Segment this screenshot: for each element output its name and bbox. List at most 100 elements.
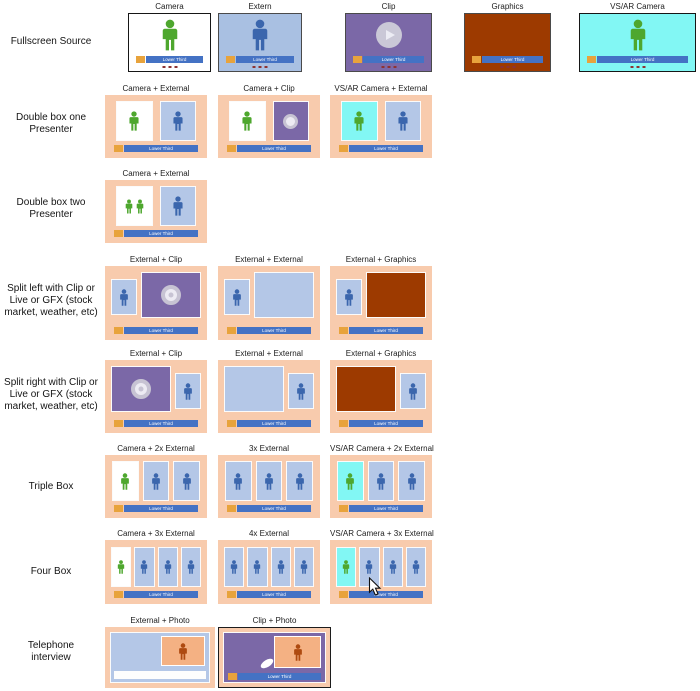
caption-bar <box>114 671 206 679</box>
lower-third-tag-icon <box>114 327 123 334</box>
camera-box <box>112 461 139 501</box>
lower-third: Lower Third <box>114 505 198 512</box>
lower-third: Lower Third <box>136 56 203 63</box>
lower-third: Lower Third <box>114 591 198 598</box>
clip-box <box>272 101 309 141</box>
external-person-icon <box>181 472 193 490</box>
row-label-fullscreen-source: Fullscreen Source <box>10 36 92 47</box>
thumb-triple-3x-external[interactable]: Lower Third <box>218 455 320 518</box>
external-person-icon <box>252 560 262 574</box>
phone-handset-icon <box>259 656 275 671</box>
thumb-split-right-external-graphics[interactable]: Lower Third <box>330 360 432 433</box>
lower-third-tag-icon <box>226 56 235 63</box>
thumb-title-clip: Clip <box>381 2 396 11</box>
external-person-icon <box>263 472 275 490</box>
thumb-four-camera-3x-external[interactable]: Lower Third <box>105 540 207 604</box>
lower-third-tag-icon <box>136 56 145 63</box>
lower-third-bar: Lower Third <box>238 673 321 680</box>
thumb-double-two-camera-external[interactable]: Lower Third <box>105 180 207 243</box>
external-person-icon <box>396 111 410 131</box>
thumb-title: Camera + 3x External <box>117 529 195 538</box>
ticker-dots-icon <box>258 66 262 68</box>
external-person-icon <box>294 472 306 490</box>
external-person-icon <box>231 288 243 306</box>
lower-third: Lower Third <box>114 327 198 334</box>
thumb-split-left-external-external[interactable]: Lower Third <box>218 266 320 340</box>
thumb-fullscreen-camera[interactable]: Lower Third <box>128 13 211 72</box>
lower-third-bar: Lower Third <box>237 505 311 512</box>
thumb-double-one-vsar-external[interactable]: Lower Third <box>330 95 432 158</box>
thumb-telephone-clip-photo[interactable]: Lower Third <box>218 627 331 688</box>
lower-third-tag-icon <box>114 145 123 152</box>
row-label-telephone-interview: Telephone interview <box>27 640 75 663</box>
lower-third-bar: Lower Third <box>363 56 424 63</box>
photo-person-icon <box>177 642 189 660</box>
external-person-icon <box>232 472 244 490</box>
thumb-fullscreen-graphics[interactable]: Lower Third <box>464 13 551 72</box>
lower-third-bar: Lower Third <box>237 591 311 598</box>
external-box <box>359 547 380 587</box>
ticker-dots-icon <box>387 66 390 68</box>
source-area <box>348 17 429 53</box>
ticker-dots-icon <box>506 66 509 68</box>
thumb-four-vsar-3x-external[interactable]: Lower Third <box>330 540 432 604</box>
lower-third-bar: Lower Third <box>237 327 311 334</box>
thumb-triple-camera-2x-external[interactable]: Lower Third <box>105 455 207 518</box>
external-box <box>367 461 395 501</box>
thumb-title-vsar-camera: VS/AR Camera <box>610 2 665 11</box>
photo-box <box>161 636 205 666</box>
thumb-double-one-camera-clip[interactable]: Lower Third <box>218 95 320 158</box>
lower-third: Lower Third <box>227 591 311 598</box>
external-person-icon <box>171 196 185 216</box>
camera-person-icon <box>127 111 141 131</box>
external-box <box>173 461 201 501</box>
external-person-icon <box>139 560 149 574</box>
thumb-double-one-camera-external[interactable]: Lower Third <box>105 95 207 158</box>
thumb-fullscreen-clip[interactable]: Lower Third <box>345 13 432 72</box>
thumb-split-left-external-graphics[interactable]: Lower Third <box>330 266 432 340</box>
box-row <box>229 101 309 141</box>
thumb-four-4x-external[interactable]: Lower Third <box>218 540 320 604</box>
external-box <box>180 547 201 587</box>
lower-third: Lower Third <box>226 56 294 63</box>
thumb-title: Camera + 2x External <box>117 444 195 453</box>
lower-third-bar: Lower Third <box>597 56 688 63</box>
external-box <box>159 101 196 141</box>
row-label-four-box: Four Box <box>30 566 72 577</box>
thumb-title: Camera + External <box>122 84 190 93</box>
lower-third: Lower Third <box>227 505 311 512</box>
thumb-triple-vsar-2x-external[interactable]: Lower Third <box>330 455 432 518</box>
lower-third-bar: Lower Third <box>124 591 198 598</box>
thumb-fullscreen-vsar-camera[interactable]: Lower Third <box>579 13 696 72</box>
thumb-split-right-external-external[interactable]: Lower Third <box>218 360 320 433</box>
external-person-icon <box>186 560 196 574</box>
lower-third: Lower Third <box>339 327 423 334</box>
camera-person-icon <box>240 111 254 131</box>
vsar-person-icon <box>344 472 356 490</box>
ticker-dots-icon <box>168 66 171 68</box>
thumb-split-left-external-clip[interactable]: Lower Third <box>105 266 207 340</box>
external-box <box>111 279 137 315</box>
thumb-title: VS/AR Camera + 3x External <box>330 529 434 538</box>
external-person-icon <box>343 288 355 306</box>
external-box <box>384 101 421 141</box>
clip-box <box>141 272 201 318</box>
external-box <box>159 186 196 226</box>
thumb-telephone-external-photo[interactable] <box>105 627 215 688</box>
lower-third-tag-icon <box>339 505 348 512</box>
thumb-fullscreen-extern[interactable]: Lower Third <box>218 13 302 72</box>
thumb-split-right-external-clip[interactable]: Lower Third <box>105 360 207 433</box>
source-area <box>221 17 299 53</box>
camera-box <box>116 101 153 141</box>
clip-box <box>111 366 171 412</box>
photo-box <box>274 636 321 668</box>
thumb-title: Camera + External <box>122 169 190 178</box>
lower-third-tag-icon <box>339 420 348 427</box>
external-area <box>110 632 210 683</box>
external-box <box>255 461 283 501</box>
thumb-title-graphics: Graphics <box>491 2 524 11</box>
vsar-person-icon <box>352 111 366 131</box>
external-box <box>142 461 170 501</box>
external-person-icon <box>375 472 387 490</box>
lower-third-tag-icon <box>227 505 236 512</box>
